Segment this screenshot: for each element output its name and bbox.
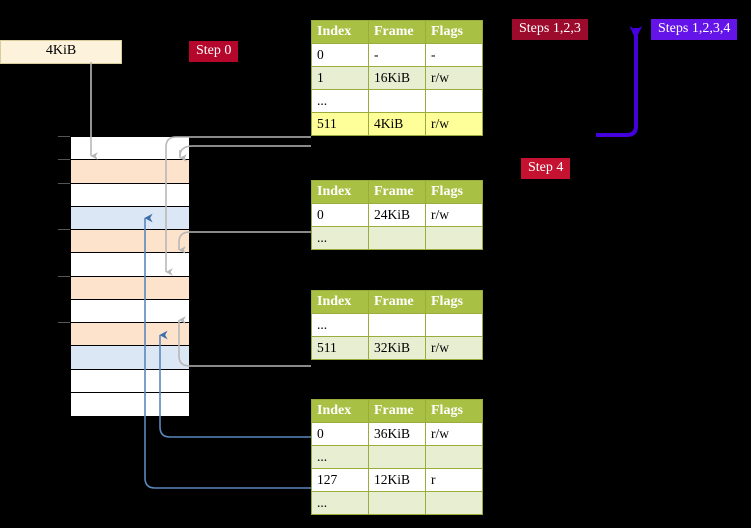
table-cell: ...: [311, 226, 369, 250]
memory-tick: [58, 275, 70, 277]
table-cell: [368, 226, 426, 250]
table-cell: 36KiB: [368, 422, 426, 446]
column-header-index: Index: [311, 20, 369, 44]
memory-frame-row: [71, 230, 189, 254]
connector-pd-511-to-memory: [178, 316, 311, 367]
table-cell: ...: [311, 491, 369, 515]
badge-steps-1234: Steps 1,2,3,4: [651, 19, 738, 40]
memory-tick: [58, 159, 70, 161]
column-header-frame: Frame: [368, 20, 426, 44]
table-cell: [368, 89, 426, 113]
table-cell: r/w: [425, 66, 483, 90]
table-cell: 511: [311, 336, 369, 360]
table-cell: 0: [311, 203, 369, 227]
table-cell: [425, 313, 483, 337]
table-cell: 511: [311, 112, 369, 136]
table-cell: 12KiB: [368, 468, 426, 492]
table-cell: ...: [311, 313, 369, 337]
column-header-flags: Flags: [425, 290, 483, 314]
table-row: ...: [311, 226, 483, 250]
memory-frame-row: [71, 299, 189, 323]
connector-pdpt-0-to-memory: [178, 231, 311, 254]
memory-frame-row: [71, 206, 189, 230]
column-header-flags: Flags: [425, 20, 483, 44]
column-header-frame: Frame: [368, 180, 426, 204]
table-cell: [368, 313, 426, 337]
memory-tick: [58, 229, 70, 230]
memory-frame-row: [71, 276, 189, 300]
table-cell: [368, 491, 426, 515]
memory-tick: [58, 136, 70, 137]
table-cell: 32KiB: [368, 336, 426, 360]
memory-frame-row: [71, 346, 189, 370]
table-cell: ...: [311, 445, 369, 469]
memory-frame-row: [71, 183, 189, 207]
table-cell: 1: [311, 66, 369, 90]
table-cell: ...: [311, 89, 369, 113]
table-cell: 16KiB: [368, 66, 426, 90]
badge-steps-123: Steps 1,2,3: [512, 19, 588, 40]
table-cell: r/w: [425, 336, 483, 360]
memory-frame-row: [71, 369, 189, 393]
table-cell: -: [425, 43, 483, 67]
physical-memory-column: [70, 136, 190, 416]
memory-tick: [58, 322, 70, 323]
table-row: 0--: [311, 43, 483, 67]
table-cell: [425, 89, 483, 113]
column-header-frame: Frame: [368, 399, 426, 423]
memory-frame-row: [71, 323, 189, 347]
table-cell: r: [425, 468, 483, 492]
badge-step-4: Step 4: [521, 158, 571, 179]
table-cell: -: [368, 43, 426, 67]
page-size-box: 4KiB: [0, 40, 122, 64]
table-cell: [425, 491, 483, 515]
table-row: ...: [311, 313, 483, 337]
column-header-index: Index: [311, 399, 369, 423]
table-cell: 24KiB: [368, 203, 426, 227]
column-header-index: Index: [311, 290, 369, 314]
badge-step-0: Step 0: [189, 41, 239, 62]
memory-tick: [58, 182, 70, 184]
table-cell: [425, 226, 483, 250]
table-cell: 127: [311, 468, 369, 492]
column-header-flags: Flags: [425, 180, 483, 204]
memory-frame-row: [71, 137, 189, 161]
connector-steps-loop: [596, 26, 643, 137]
table-cell: r/w: [425, 422, 483, 446]
table-cell: 4KiB: [368, 112, 426, 136]
table-row: ...: [311, 445, 483, 469]
memory-frame-row: [71, 253, 189, 277]
page-size-label: 4KiB: [45, 43, 77, 58]
column-header-frame: Frame: [368, 290, 426, 314]
table-row: ...: [311, 491, 483, 515]
table-cell: [368, 445, 426, 469]
table-row: ...: [311, 89, 483, 113]
table-cell: r/w: [425, 112, 483, 136]
column-header-flags: Flags: [425, 399, 483, 423]
table-cell: [425, 445, 483, 469]
table-cell: 0: [311, 43, 369, 67]
column-header-index: Index: [311, 180, 369, 204]
memory-frame-row: [71, 392, 189, 416]
table-cell: 0: [311, 422, 369, 446]
connector-memtop-to-memrow2: [179, 145, 311, 157]
memory-frame-row: [71, 160, 189, 184]
table-cell: r/w: [425, 203, 483, 227]
